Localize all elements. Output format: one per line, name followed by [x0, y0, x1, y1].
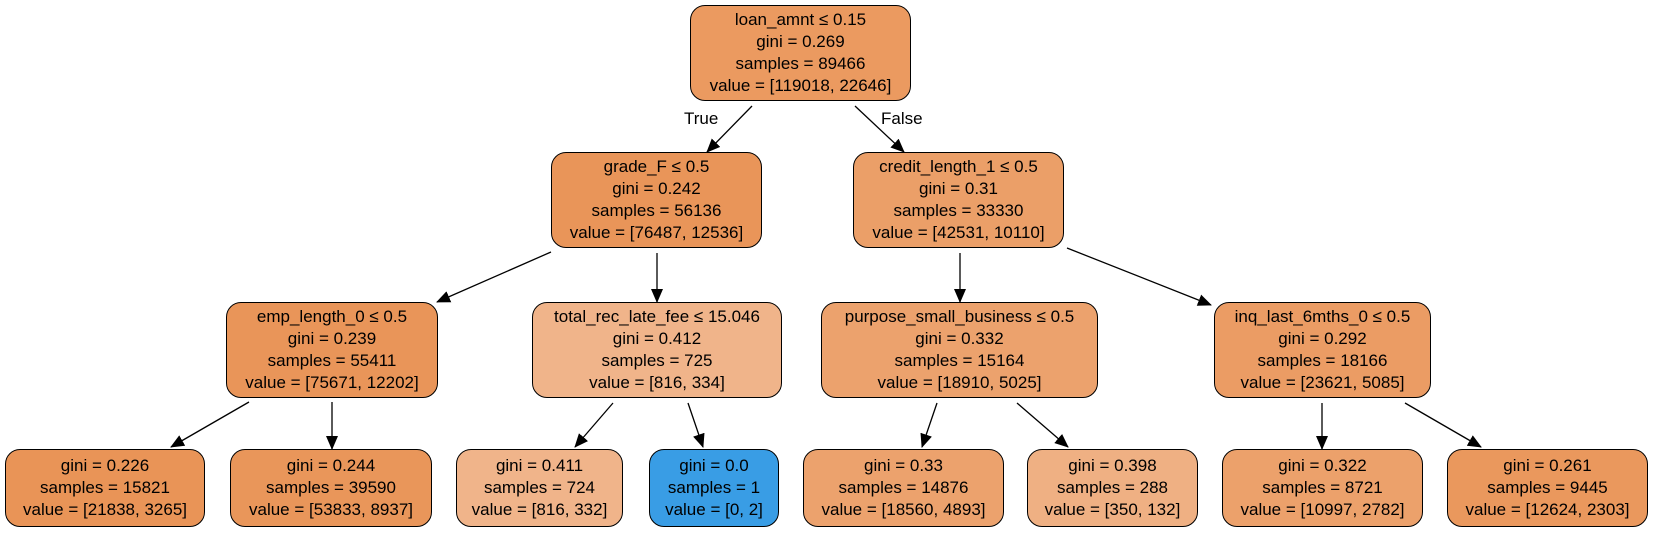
node-split-condition: purpose_small_business ≤ 0.5 [844, 307, 1075, 326]
edge-n0-n2 [854, 105, 905, 153]
node-gini: gini = 0.31 [919, 179, 998, 198]
tree-node-total-rec-late-fee: total_rec_late_fee ≤ 15.046 gini = 0.412… [532, 302, 782, 398]
node-value: value = [12624, 2303] [1465, 500, 1630, 519]
edge-n5-n11 [920, 402, 938, 448]
node-gini: gini = 0.242 [612, 179, 701, 198]
node-gini: gini = 0.33 [864, 456, 943, 475]
node-value: value = [350, 132] [1044, 500, 1181, 519]
node-value: value = [21838, 3265] [23, 500, 187, 519]
tree-leaf: gini = 0.261 samples = 9445 value = [126… [1447, 449, 1648, 527]
edge-n2-n6 [1066, 247, 1212, 306]
edge-n6-n14 [1404, 402, 1482, 448]
node-samples: samples = 89466 [735, 54, 866, 73]
node-gini: gini = 0.412 [612, 329, 702, 348]
node-value: value = [816, 334] [589, 373, 725, 392]
node-gini: gini = 0.398 [1068, 456, 1157, 475]
node-value: value = [18910, 5025] [877, 373, 1042, 392]
node-value: value = [119018, 22646] [709, 76, 892, 95]
node-samples: samples = 39590 [266, 478, 396, 497]
node-value: value = [76487, 12536] [569, 223, 744, 242]
node-samples: samples = 8721 [1262, 478, 1383, 497]
node-samples: samples = 725 [601, 351, 713, 370]
node-gini: gini = 0.269 [756, 32, 845, 51]
node-samples: samples = 55411 [267, 351, 397, 370]
node-split-condition: emp_length_0 ≤ 0.5 [256, 307, 408, 326]
edge-n0-n1 [706, 105, 753, 153]
edge-label-true: True [684, 109, 719, 128]
tree-leaf: gini = 0.244 samples = 39590 value = [53… [230, 449, 432, 527]
node-split-condition: total_rec_late_fee ≤ 15.046 [554, 307, 760, 326]
edge-label-false: False [881, 109, 923, 128]
node-split-condition: loan_amnt ≤ 0.15 [734, 10, 867, 29]
node-value: value = [53833, 8937] [249, 500, 413, 519]
node-samples: samples = 9445 [1487, 478, 1608, 497]
node-samples: samples = 15821 [40, 478, 170, 497]
tree-node-root: loan_amnt ≤ 0.15 gini = 0.269 samples = … [690, 5, 911, 101]
tree-leaf: gini = 0.0 samples = 1 value = [0, 2] [649, 449, 779, 527]
node-split-condition: inq_last_6mths_0 ≤ 0.5 [1234, 307, 1411, 326]
edge-n1-n3 [436, 251, 552, 303]
node-gini: gini = 0.261 [1503, 456, 1592, 475]
tree-node-purpose-small-business: purpose_small_business ≤ 0.5 gini = 0.33… [821, 302, 1098, 398]
tree-leaf: gini = 0.398 samples = 288 value = [350,… [1027, 449, 1198, 527]
node-samples: samples = 15164 [894, 351, 1025, 370]
tree-node-grade-f: grade_F ≤ 0.5 gini = 0.242 samples = 561… [551, 152, 762, 248]
node-samples: samples = 33330 [893, 201, 1024, 220]
node-value: value = [18560, 4893] [821, 500, 986, 519]
node-gini: gini = 0.239 [287, 329, 377, 348]
node-value: value = [816, 332] [471, 500, 608, 519]
tree-leaf: gini = 0.322 samples = 8721 value = [109… [1222, 449, 1423, 527]
node-gini: gini = 0.411 [495, 456, 584, 475]
node-value: value = [10997, 2782] [1240, 500, 1405, 519]
node-gini: gini = 0.332 [915, 329, 1004, 348]
node-samples: samples = 1 [667, 478, 761, 497]
node-value: value = [42531, 10110] [872, 223, 1045, 242]
node-gini: gini = 0.244 [286, 456, 376, 475]
node-split-condition: credit_length_1 ≤ 0.5 [879, 157, 1038, 176]
node-value: value = [23621, 5085] [1240, 373, 1405, 392]
edge-n4-n10 [687, 402, 705, 448]
node-samples: samples = 288 [1056, 478, 1169, 497]
node-gini: gini = 0.226 [60, 456, 150, 475]
node-samples: samples = 56136 [591, 201, 722, 220]
edge-n4-n9 [574, 402, 614, 448]
tree-node-emp-length: emp_length_0 ≤ 0.5 gini = 0.239 samples … [226, 302, 438, 398]
node-samples: samples = 724 [483, 478, 596, 497]
tree-leaf: gini = 0.33 samples = 14876 value = [185… [803, 449, 1004, 527]
tree-node-inq-last-6mths: inq_last_6mths_0 ≤ 0.5 gini = 0.292 samp… [1214, 302, 1431, 398]
node-gini: gini = 0.0 [679, 456, 749, 475]
node-split-condition: grade_F ≤ 0.5 [603, 157, 710, 176]
node-samples: samples = 14876 [838, 478, 969, 497]
node-gini: gini = 0.322 [1278, 456, 1367, 475]
node-gini: gini = 0.292 [1278, 329, 1367, 348]
edge-n5-n12 [1016, 402, 1069, 448]
node-samples: samples = 18166 [1257, 351, 1388, 370]
node-value: value = [0, 2] [665, 500, 763, 519]
tree-leaf: gini = 0.226 samples = 15821 value = [21… [5, 449, 205, 527]
tree-node-credit-length: credit_length_1 ≤ 0.5 gini = 0.31 sample… [853, 152, 1064, 248]
edge-n3-n7 [170, 401, 250, 448]
node-value: value = [75671, 12202] [245, 373, 419, 392]
tree-leaf: gini = 0.411 samples = 724 value = [816,… [456, 449, 623, 527]
